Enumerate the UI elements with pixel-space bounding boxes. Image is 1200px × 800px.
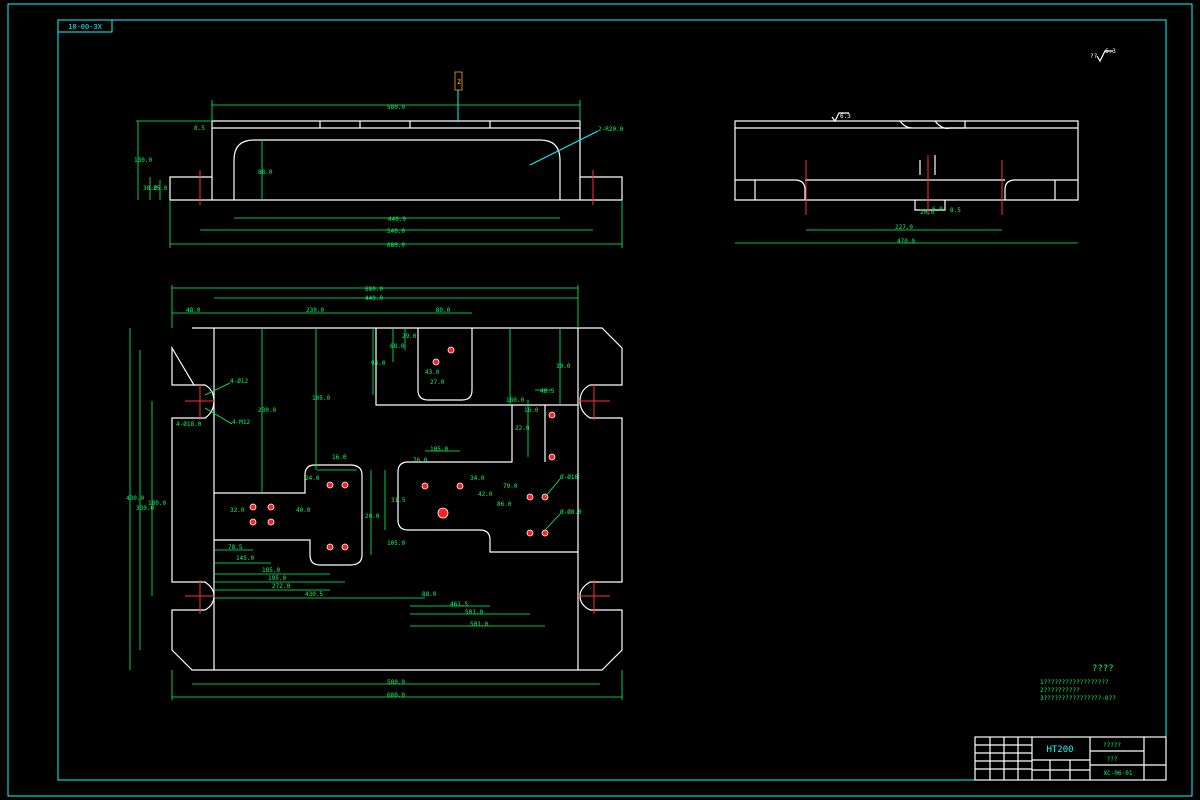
- tech-req-line-1: 2??????????: [1040, 687, 1080, 694]
- svg-text:Z: Z: [457, 79, 461, 86]
- svg-text:105.0: 105.0: [430, 446, 448, 453]
- svg-text:68.0: 68.0: [390, 343, 405, 350]
- front-dim-1: 440.0: [388, 216, 406, 223]
- side-dim-0: 227.0: [895, 224, 913, 231]
- svg-text:30.0: 30.0: [556, 363, 571, 370]
- svg-text:86.0: 86.0: [497, 501, 512, 508]
- plan-holes: [249, 346, 556, 551]
- tech-requirements: ???? 1?????????????????? 2?????????? 3??…: [1040, 664, 1116, 702]
- front-dim-6: 25.0: [153, 185, 168, 192]
- plan-top-dim-1: 440.0: [365, 295, 383, 302]
- front-dim-2: 540.0: [387, 228, 405, 235]
- roughness-note: ??: [1090, 53, 1098, 60]
- svg-text:501.0: 501.0: [465, 609, 483, 616]
- hole-note-2: 4-Ø18.0: [176, 421, 202, 428]
- front-dim-3: 680.0: [387, 242, 405, 249]
- svg-text:34.0: 34.0: [470, 475, 485, 482]
- svg-text:195.0: 195.0: [268, 575, 286, 582]
- hole-note-5: Ø-Ø8.0: [560, 509, 582, 516]
- svg-text:43.0: 43.0: [425, 369, 440, 376]
- front-dim-9: 2-R20.0: [598, 126, 624, 133]
- svg-text:105.0: 105.0: [312, 395, 330, 402]
- tech-req-line-0: 1??????????????????: [1040, 679, 1109, 686]
- plan-left-dim-1: 330.0: [136, 505, 154, 512]
- svg-text:31.5: 31.5: [391, 497, 406, 504]
- plan-top-dim-0: 680.0: [365, 286, 383, 293]
- title-name: ?????: [1103, 742, 1121, 749]
- plan-bottom-dim-0: 580.0: [387, 679, 405, 686]
- front-dim-7: 8.5: [194, 125, 205, 132]
- front-dim-4: 130.0: [134, 157, 152, 164]
- outer-border: [7, 3, 1193, 797]
- svg-text:272.0: 272.0: [272, 583, 290, 590]
- tech-req-line-2: 3????????????????-0??: [1040, 695, 1116, 702]
- plan-top-dim-2: 48.0: [186, 307, 201, 314]
- drawing-number: XC-06-01: [1104, 770, 1133, 777]
- svg-text:94.0: 94.0: [371, 360, 386, 367]
- side-dim-1: 470.0: [897, 238, 915, 245]
- front-view: Z 580.0 440.0 540.0 680.0 130.0 38.0 25.…: [134, 71, 624, 249]
- code-box-text: 10-00-3X: [68, 23, 103, 31]
- material-text: HT200: [1046, 745, 1073, 755]
- hole-note-1: 4-M12: [232, 419, 250, 426]
- tech-req-title: ????: [1092, 664, 1114, 674]
- plan-view: 680.0 440.0 48.0 230.0 80.0 580.0 680.0 …: [126, 285, 623, 700]
- svg-text:461.5: 461.5: [450, 601, 468, 608]
- svg-text:32.0: 32.0: [230, 507, 245, 514]
- svg-text:22.0: 22.0: [515, 425, 530, 432]
- svg-text:430.5: 430.5: [305, 591, 323, 598]
- front-dim-5: 38.0: [143, 185, 158, 192]
- code-box: [57, 19, 113, 33]
- svg-text:16.0: 16.0: [524, 407, 539, 414]
- svg-text:88.0: 88.0: [422, 591, 437, 598]
- svg-text:76.0: 76.0: [413, 457, 428, 464]
- title-block: HT200 ????? ??? XC-06-01: [974, 736, 1167, 781]
- svg-text:185.0: 185.0: [262, 567, 280, 574]
- plan-top-dim-4: 80.0: [436, 307, 451, 314]
- side-roughness: 6.3: [840, 113, 851, 120]
- plan-left-dim-2: 180.0: [148, 500, 166, 507]
- svg-text:78.5: 78.5: [228, 544, 243, 551]
- inner-border: [57, 19, 1167, 781]
- svg-text:105.0: 105.0: [387, 540, 405, 547]
- svg-text:27.0: 27.0: [430, 379, 445, 386]
- svg-text:20.0: 20.0: [365, 513, 380, 520]
- side-dim-2: 20.0: [920, 209, 935, 216]
- roughness-symbol: ?? 6.3: [1090, 48, 1116, 63]
- side-dim-3: 6.0: [932, 206, 943, 213]
- plan-inner-dims: 230.0 105.0 94.0 68.0 29.0 43.0 27.0 180…: [214, 328, 571, 628]
- title-sub: ???: [1107, 756, 1118, 763]
- svg-text:16.0: 16.0: [332, 454, 347, 461]
- plan-left-dim-0: 430.0: [126, 495, 144, 502]
- svg-text:145.0: 145.0: [236, 555, 254, 562]
- plan-top-dim-3: 230.0: [306, 307, 324, 314]
- svg-text:42.0: 42.0: [478, 491, 493, 498]
- front-dim-8: 88.0: [258, 169, 273, 176]
- front-dim-0: 580.0: [387, 104, 405, 111]
- svg-text:40.0: 40.0: [296, 507, 311, 514]
- plan-bottom-dim-1: 680.0: [387, 692, 405, 699]
- roughness-value: 6.3: [1105, 48, 1116, 55]
- side-dim-4: 8.5: [950, 207, 961, 214]
- side-view: 6.3 227.0 470.0 20.0 6.0 8.5: [734, 112, 1079, 245]
- svg-text:29.0: 29.0: [402, 333, 417, 340]
- svg-text:501.0: 501.0: [470, 621, 488, 628]
- svg-text:24.0: 24.0: [305, 475, 320, 482]
- svg-text:180.0: 180.0: [506, 397, 524, 404]
- hole-note-4: Ø-Ø18: [560, 474, 578, 481]
- svg-text:79.0: 79.0: [503, 483, 518, 490]
- hole-note-0: 4-Ø12: [230, 378, 248, 385]
- svg-text:230.0: 230.0: [258, 407, 276, 414]
- svg-text:48.5: 48.5: [540, 388, 555, 395]
